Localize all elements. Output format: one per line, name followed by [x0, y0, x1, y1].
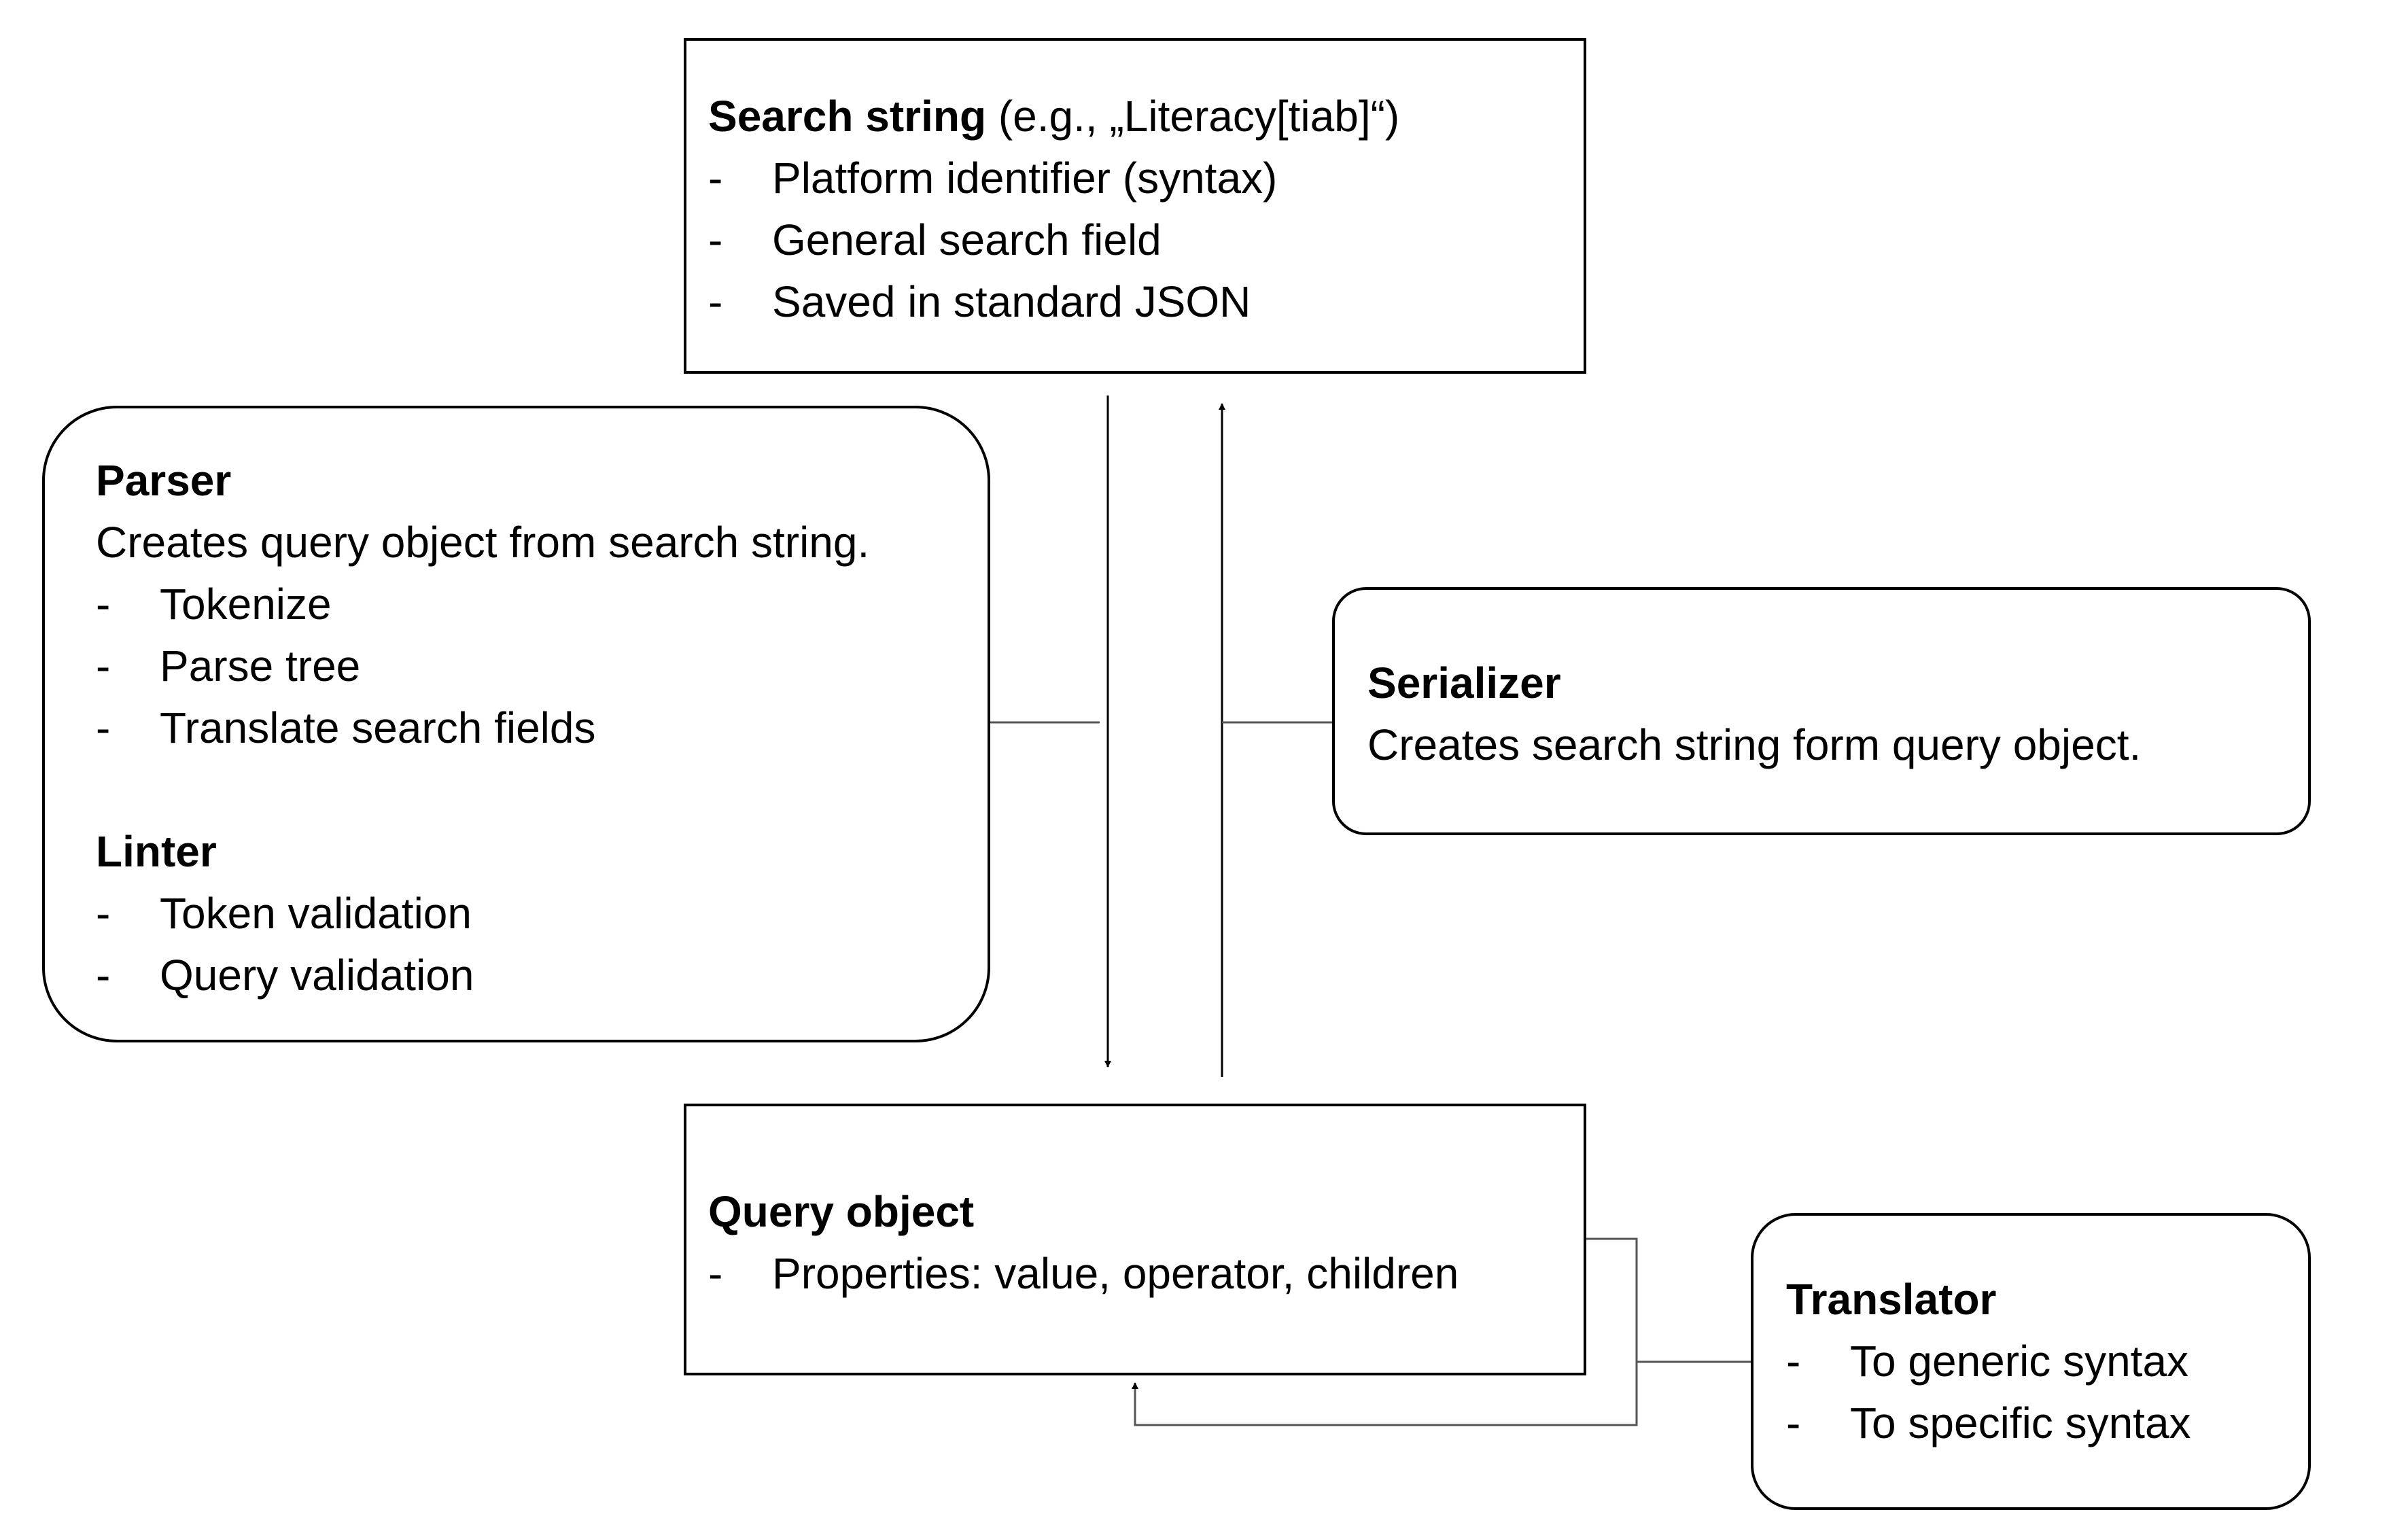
- bullet: -: [708, 277, 723, 326]
- translator-loop-arrow: [1132, 1237, 1638, 1426]
- search-string-content: Search string (e.g., „Literacy[tiab]“) -…: [708, 86, 1399, 333]
- list-item: -Translate search fields: [96, 697, 869, 759]
- translator-title: Translator: [1786, 1275, 1997, 1324]
- translator-content: Translator -To generic syntax -To specif…: [1786, 1269, 2191, 1454]
- list-item: -Query validation: [96, 945, 869, 1006]
- bullet: -: [96, 951, 111, 1000]
- bullet: -: [708, 1249, 723, 1298]
- parser-linter-box: Parser Creates query object from search …: [42, 406, 990, 1042]
- search-string-subtitle: (e.g., „Literacy[tiab]“): [986, 92, 1400, 141]
- list-item: -Platform identifier (syntax): [708, 147, 1399, 209]
- bullet: -: [96, 642, 111, 690]
- bullet: -: [708, 154, 723, 203]
- query-object-box: Query object -Properties: value, operato…: [684, 1104, 1586, 1375]
- linter-title: Linter: [96, 827, 217, 876]
- bullet: -: [1786, 1399, 1801, 1447]
- serializer-description: Creates search string form query object.: [1367, 720, 2142, 769]
- parser-description: Creates query object from search string.: [96, 518, 870, 567]
- search-string-box: Search string (e.g., „Literacy[tiab]“) -…: [684, 38, 1586, 374]
- section-spacer: [96, 759, 869, 821]
- bullet: -: [96, 580, 111, 629]
- list-item: -Token validation: [96, 883, 869, 945]
- serializer-box: Serializer Creates search string form qu…: [1332, 587, 2311, 835]
- list-item: -Saved in standard JSON: [708, 271, 1399, 333]
- list-item: -Tokenize: [96, 574, 869, 635]
- search-string-title: Search string: [708, 92, 987, 141]
- query-object-content: Query object -Properties: value, operato…: [708, 1181, 1459, 1305]
- serializer-title: Serializer: [1367, 658, 1561, 707]
- list-item: -To generic syntax: [1786, 1331, 2191, 1392]
- list-item: -Properties: value, operator, children: [708, 1243, 1459, 1305]
- bullet: -: [96, 703, 111, 752]
- list-item: -General search field: [708, 209, 1399, 271]
- bullet: -: [1786, 1337, 1801, 1386]
- list-item: -To specific syntax: [1786, 1392, 2191, 1454]
- list-item: -Parse tree: [96, 635, 869, 697]
- query-object-title: Query object: [708, 1187, 975, 1236]
- translator-box: Translator -To generic syntax -To specif…: [1751, 1213, 2311, 1510]
- bullet: -: [96, 889, 111, 938]
- serializer-content: Serializer Creates search string form qu…: [1367, 652, 2141, 776]
- bullet: -: [708, 215, 723, 264]
- parser-linter-content: Parser Creates query object from search …: [96, 450, 869, 1006]
- parser-title: Parser: [96, 456, 232, 505]
